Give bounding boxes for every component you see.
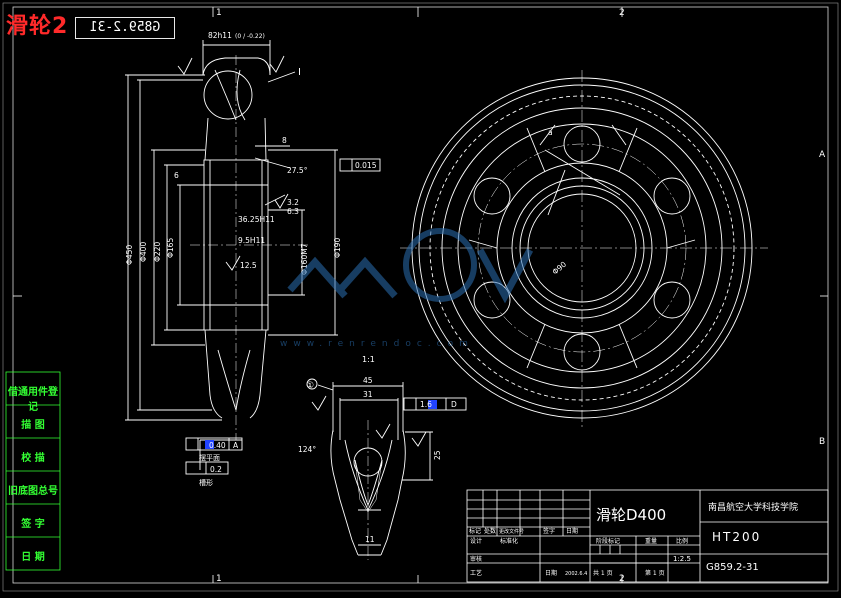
label-shape: 槽形 xyxy=(199,478,213,487)
zone-bottom-1: 1 xyxy=(216,574,222,584)
zone-top-2: 2 xyxy=(619,8,625,18)
dim-a: a xyxy=(548,128,553,137)
title-block xyxy=(466,489,829,583)
side-label-old-no: 旧底图总号 xyxy=(8,486,58,497)
mirrored-code-box: G859.2-31 xyxy=(75,17,175,39)
zone-bottom-2: 2 xyxy=(619,574,625,584)
dim-31: 31 xyxy=(363,390,373,399)
dim-8: 8 xyxy=(282,136,287,145)
dim-d160m7: Φ160M7 xyxy=(300,243,309,275)
dim-d450: Φ450 xyxy=(125,245,134,265)
watermark-url: www.renrendoc.com xyxy=(280,339,474,349)
angle-27-5: 27.5° xyxy=(287,166,308,175)
tb-col-weight: 重量 xyxy=(645,537,657,545)
dim-82h11-tol: (0 / -0.22) xyxy=(235,33,265,40)
tb-h-proc: 工艺 xyxy=(470,569,482,577)
rough-3-2: 3.2 xyxy=(287,198,299,207)
tb-h-count: 处数 xyxy=(484,527,496,535)
tb-h-mark: 标记 xyxy=(469,527,481,535)
tb-org: 南昌航空大学科技学院 xyxy=(708,501,798,513)
tb-h-check: 审核 xyxy=(470,555,482,563)
rough-6-3: 6.3 xyxy=(287,207,299,216)
tb-h-file: 更改文件号 xyxy=(499,528,524,535)
side-label-check: 校 描 xyxy=(21,453,45,464)
rough-12-5: 12.5 xyxy=(240,261,257,270)
detail-marker: ① xyxy=(306,381,314,391)
side-label-table xyxy=(5,371,61,571)
tb-h-std: 标准化 xyxy=(500,537,518,545)
tb-col-mark: 阶段标记 xyxy=(596,537,620,545)
tb-h-date: 日期 xyxy=(566,527,578,535)
dim-d165: Φ165 xyxy=(166,238,175,258)
gd-flatness: 0.015 xyxy=(355,161,377,170)
gd-1-6: 1.6 xyxy=(420,400,432,409)
dim-36-25h11: 36.25H11 xyxy=(238,215,275,224)
angle-124: 124° xyxy=(298,445,316,454)
label-I: I xyxy=(298,67,301,78)
tb-sheet-no: 第 1 页 xyxy=(645,569,665,577)
zone-right-B: B xyxy=(819,437,825,447)
tb-col-scale: 比例 xyxy=(676,537,688,545)
tb-drawing-no: G859.2-31 xyxy=(706,562,759,573)
tb-date-label: 日期 xyxy=(545,569,557,577)
scale-1-1: 1:1 xyxy=(362,355,375,364)
inner-frame xyxy=(12,6,829,584)
dim-d400: Φ400 xyxy=(139,242,148,262)
zone-top-1: 1 xyxy=(216,8,222,18)
dim-45: 45 xyxy=(363,376,373,385)
tb-material: HT200 xyxy=(712,530,761,544)
dim-25: 25 xyxy=(433,450,442,460)
watermark: www.renrendoc.com xyxy=(280,228,534,349)
side-label-date: 日 期 xyxy=(21,552,45,563)
zone-right-A: A xyxy=(819,150,826,160)
side-label-register: 借通用件登记 xyxy=(8,387,58,413)
dim-d220: Φ220 xyxy=(153,242,162,262)
gd-02: 0.2 xyxy=(210,465,222,474)
dim-d90: Φ90 xyxy=(551,260,569,277)
tb-sheet-total: 共 1 页 xyxy=(593,569,613,577)
side-label-sign: 签 字 xyxy=(21,519,45,530)
dim-6: 6 xyxy=(174,171,179,180)
dim-11: 11 xyxy=(365,535,375,544)
tb-h-design: 设计 xyxy=(470,537,482,545)
tb-scale: 1:2.5 xyxy=(673,555,691,563)
tb-h-sign: 签字 xyxy=(543,527,555,535)
drawing-title-red: 滑轮2 xyxy=(6,14,69,39)
label-flat: 摆平面 xyxy=(199,453,220,462)
side-label-trace: 描 图 xyxy=(21,420,45,431)
dim-9-5h11: 9.5H11 xyxy=(238,236,265,245)
dim-82h11: 82h11 xyxy=(208,31,232,40)
detail-view-I xyxy=(306,378,467,556)
tb-part-name: 滑轮D400 xyxy=(596,506,666,524)
tb-date: 2002.6.4 xyxy=(565,571,587,577)
gd-datum-D: D xyxy=(451,400,457,409)
gd-datum-A: A xyxy=(233,441,239,450)
dim-d190: Φ190 xyxy=(333,238,342,258)
gd-040: 0.40 xyxy=(209,441,226,450)
